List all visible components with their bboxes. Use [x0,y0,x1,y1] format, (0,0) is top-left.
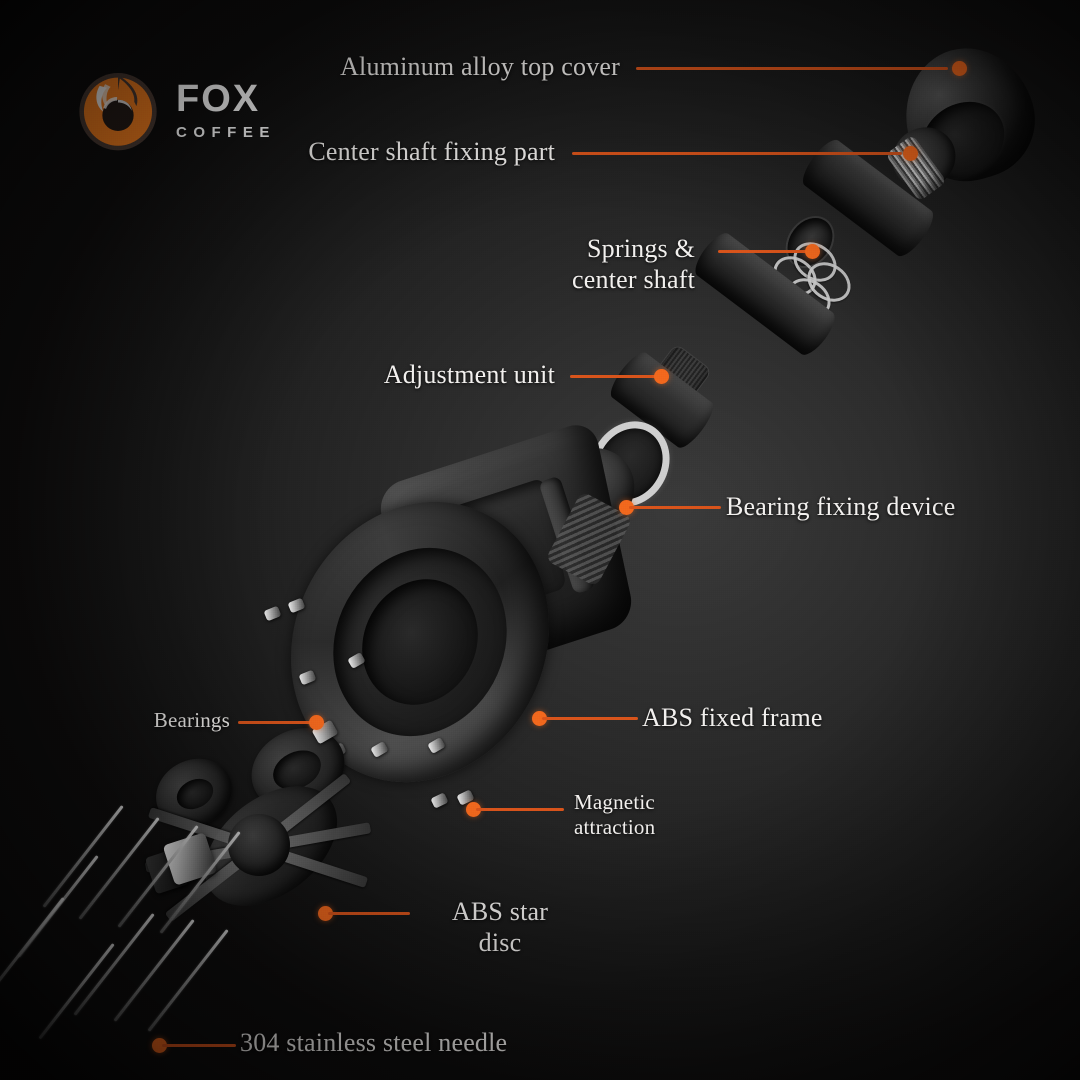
stainless-needle [147,929,229,1032]
callout-dot-adjustment-unit[interactable] [654,369,669,384]
callout-leader-magnetic-attraction [476,808,564,811]
magnet-piece [430,792,449,809]
callout-leader-abs-fixed-frame [542,717,638,720]
star-disc-hub [228,814,290,876]
fox-flame-logo-icon [79,73,157,151]
callout-label-stainless-steel-needle: 304 stainless steel needle [240,1028,508,1057]
callout-leader-stainless-steel-needle [162,1044,236,1047]
callout-label-center-shaft-fixing-part: Center shaft fixing part [308,137,555,166]
callout-label-bearing-fixing-device: Bearing fixing device [726,492,956,521]
callout-leader-aluminum-alloy-top-cover [636,67,948,70]
callout-dot-aluminum-alloy-top-cover[interactable] [952,61,967,76]
callout-leader-springs-center-shaft [718,250,813,253]
callout-leader-bearings [238,721,316,724]
callout-label-aluminum-alloy-top-cover: Aluminum alloy top cover [340,52,620,81]
callout-dot-springs-center-shaft[interactable] [805,244,820,259]
callout-label-magnetic-attraction: Magnetic attraction [574,790,656,839]
callout-leader-bearing-fixing-device [629,506,721,509]
brand-wordmark: FOX COFFEE [176,80,276,140]
callout-leader-abs-star-disc [328,912,410,915]
stainless-needle [38,943,115,1040]
magnet-piece [263,605,282,622]
callout-dot-center-shaft-fixing-part[interactable] [903,146,918,161]
stainless-needle [113,919,195,1022]
callout-label-bearings: Bearings [153,708,230,732]
callout-label-springs-center-shaft: Springs & center shaft [572,234,695,294]
brand-name: FOX [176,78,261,120]
stainless-needle [73,913,155,1016]
callout-label-abs-fixed-frame: ABS fixed frame [642,703,823,732]
callout-dot-bearings[interactable] [309,715,324,730]
callout-label-adjustment-unit: Adjustment unit [383,360,555,389]
callout-leader-adjustment-unit [570,375,665,378]
callout-leader-center-shaft-fixing-part [572,152,902,155]
stainless-needle [42,805,124,908]
callout-label-abs-star-disc: ABS star disc [451,897,549,957]
